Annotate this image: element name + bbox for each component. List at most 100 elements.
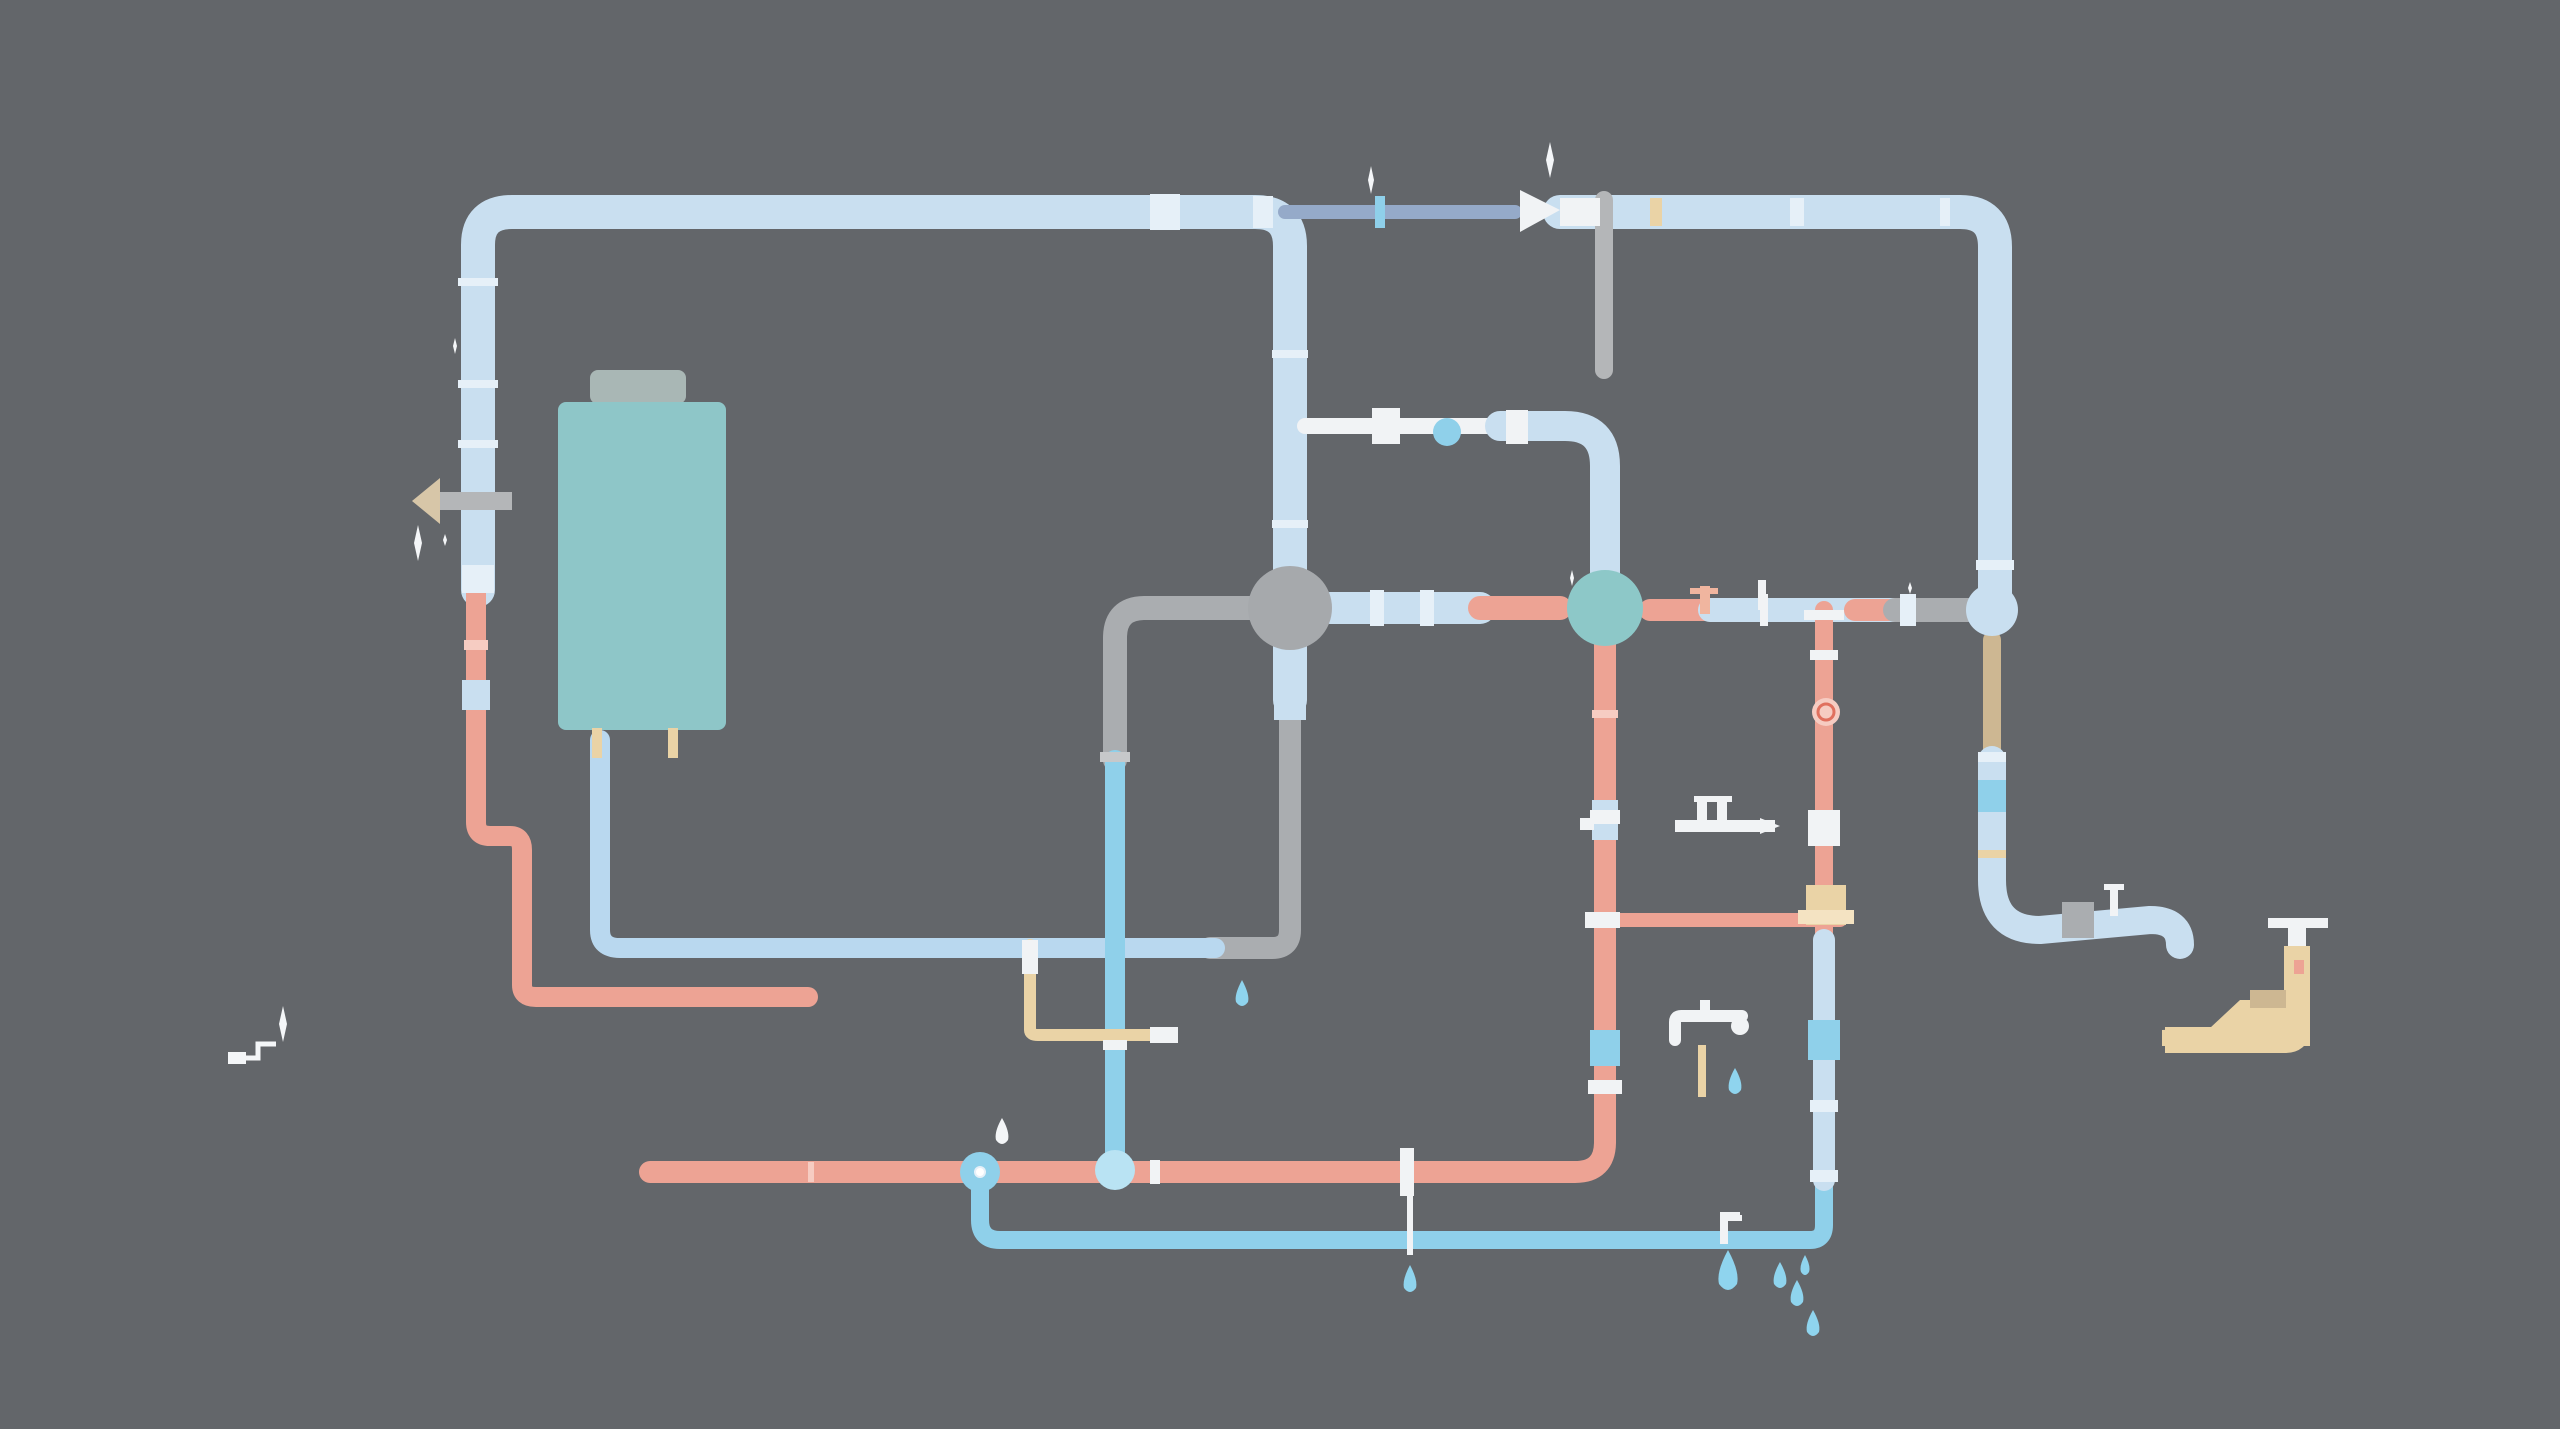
supply-junction [1095,1150,1135,1190]
joint-left-4 [462,565,494,593]
drain-trap-band [2294,960,2304,974]
water-heater-icon [558,370,726,758]
gauge-blue [1433,418,1461,446]
bottom-stem [1407,1195,1413,1255]
hot-left-riser [466,580,818,1007]
joint-drain-2 [1978,780,2006,812]
joint-top-3 [1375,196,1385,228]
cross-run-valve-stem [1758,580,1766,610]
joint-left-hot-2 [462,680,490,710]
water-heater-outlet [668,728,678,758]
faucet-stem [1700,1000,1710,1020]
supply-valve-body [1022,940,1038,974]
trap-valve-stem [2110,886,2118,916]
hot-run-valve-handle [1690,588,1718,594]
joint-cross-4 [1900,594,1916,626]
sparkle-icon [1546,142,1554,178]
pipe-joints [458,194,2014,1196]
drain-trap-basin [2162,1000,2310,1046]
sparkle-icon [453,338,457,354]
cold-right-loop [1543,195,2012,627]
check-valve-flange [1560,198,1600,226]
heater-return-pipe [590,730,1225,958]
valve-icon [1520,190,1600,232]
joint-top-2 [1253,196,1273,228]
joint-center-1 [1272,350,1308,358]
fittings [960,418,2018,1192]
joint-bottom-3 [1400,1148,1414,1196]
joint-drain-3 [1978,850,2006,858]
faucet-icon [1722,1215,1742,1230]
joint-top-1 [1150,194,1180,230]
floating-valve-cap [1694,796,1732,802]
center-junction-hub [1248,566,1332,650]
sparkle-icon [443,534,447,546]
joint-cross-1 [1370,590,1384,626]
water-heater-cap [590,370,686,404]
water-drops [995,980,1820,1336]
sparkle-icon [1570,570,1574,586]
branch-valve-2 [1506,410,1528,444]
joint-hot-down-4 [1588,1080,1622,1094]
faucet-outlet [1698,1045,1706,1097]
joint-bottom-2 [1150,1160,1160,1184]
joint-hot-down-1 [1592,710,1618,718]
faucet-knob [1731,1017,1749,1035]
arrow-shaft [432,492,512,510]
drain-trap-icon [2162,918,2328,1053]
sparkles [228,142,1912,1064]
hot-run-valve-stem [1700,586,1710,614]
water-drop-icon [1806,1310,1820,1336]
cold-right-column [971,931,1833,1249]
hot-riser-valve-1 [1590,810,1620,824]
joint-left-2 [458,380,498,388]
joint-rc-1 [1810,650,1838,660]
joint-top-5 [1790,198,1804,226]
right-column-gauge-ring [1816,702,1836,722]
floating-valve-assembly [1675,796,1780,834]
water-heater-tank [558,402,726,730]
supply-valve-nozzle [1150,1027,1178,1043]
hot-riser-side-plug [1580,818,1594,830]
joint-top-4 [1650,198,1662,226]
floating-valve-stem-1 [1697,798,1707,822]
joint-center-2 [1272,520,1308,528]
joint-cross-2 [1420,590,1434,626]
small-faucet-spout [1722,1215,1742,1230]
drain-trap-knob [2250,990,2286,1008]
grey-drop-pipe [1199,689,1301,959]
water-drop-icon [1718,1250,1738,1290]
joint-bottom-1 [808,1162,814,1182]
branch-valve-1 [1372,408,1400,444]
sparkle-icon [414,525,422,561]
grey-loop-pipe [1103,596,1272,772]
water-drop-icon [1403,1265,1417,1292]
floating-bracket-cap [228,1052,246,1064]
rc-valve-1 [1804,610,1844,620]
check-valve-body [1520,190,1560,232]
joint-rc-3 [1808,1020,1840,1060]
right-column-gauge [1812,698,1840,726]
sparkle-icon [279,1006,287,1042]
hot-bottom-run [639,609,1616,1183]
faucet-icon [1669,1000,1749,1097]
water-drop-icon [1773,1262,1787,1288]
drain-trap-cap [2268,918,2328,928]
joint-right-1 [1976,560,2014,570]
teal-junction-hub [1567,570,1643,646]
joint-top-6 [1940,198,1950,226]
bottom-supply-valve [976,1168,984,1176]
floating-valve-stem-2 [1717,798,1727,822]
joint-left-3 [458,440,498,448]
water-drop-icon [1800,1255,1810,1275]
trap-valve-handle [2104,884,2124,890]
manifold-block-cap [1798,910,1854,924]
joint-grey-1 [1100,752,1130,762]
water-drop-icon [1728,1068,1742,1094]
side-valve [1808,810,1840,846]
floating-valve-tip [1760,818,1780,834]
hot-branch-left-cap [1585,912,1611,928]
joint-left-1 [458,278,498,286]
